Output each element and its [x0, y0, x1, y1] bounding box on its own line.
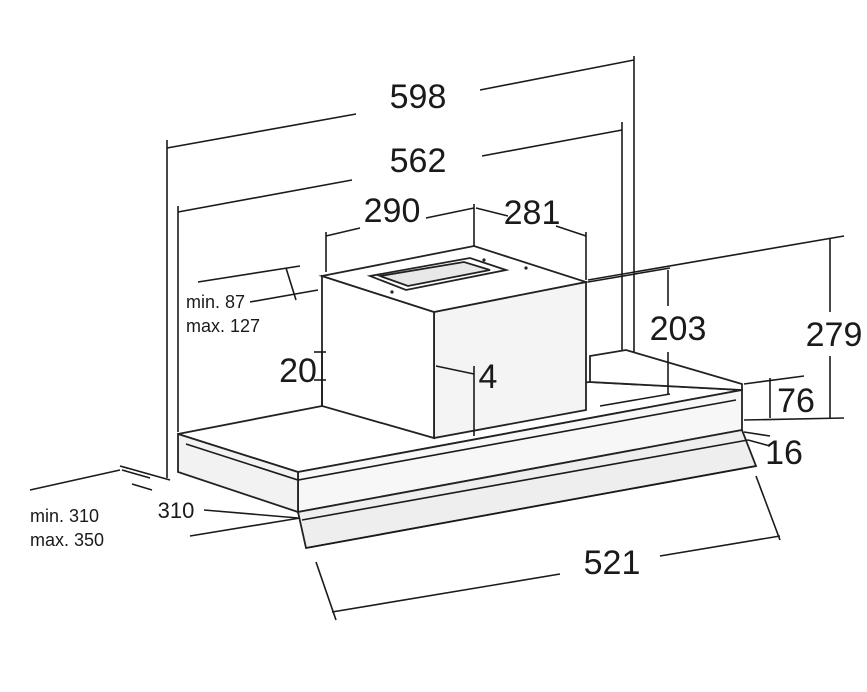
dimension-labels: 598 562 290 281 203 279 76 16 20 4 521 3…	[30, 78, 862, 582]
visor-bottom-line	[305, 465, 757, 549]
label-598: 598	[390, 78, 447, 116]
rear-step	[589, 349, 743, 391]
dim-521-ext-left	[315, 561, 337, 621]
depth-leader	[29, 469, 121, 491]
dim-290-line-left	[325, 227, 361, 237]
chimney-box	[318, 245, 590, 440]
label-203: 203	[650, 310, 707, 348]
label-310: 310	[158, 498, 195, 523]
label-562: 562	[390, 142, 447, 180]
dim-281-line-right	[555, 225, 587, 237]
screw-icon	[524, 266, 528, 270]
outlet-opening	[376, 261, 491, 287]
dim-310-arrow	[121, 469, 151, 479]
dim-310-ext-top	[119, 465, 171, 481]
label-20: 20	[279, 352, 317, 390]
label-4: 4	[479, 358, 498, 396]
dim-562-line-right	[481, 129, 623, 157]
base-inner-edge	[185, 399, 737, 481]
dim-562-line-left	[177, 179, 353, 213]
dim-521-line-right	[659, 535, 781, 557]
note-depth-max: max. 350	[30, 530, 104, 550]
note-outlet-max: max. 127	[186, 316, 260, 336]
dim-598-line-right	[479, 59, 635, 91]
dim-279-ext-top	[587, 235, 845, 281]
dim-521-line-left	[331, 573, 561, 613]
dim-310-line-right	[203, 509, 299, 519]
label-521: 521	[584, 544, 641, 582]
hood-body	[177, 349, 758, 550]
dim-279-ext-bottom	[743, 417, 845, 421]
dim-203-ext-top	[587, 267, 671, 283]
label-279: 279	[806, 316, 863, 354]
label-76: 76	[777, 382, 815, 420]
dim-281-line-left	[475, 207, 509, 217]
dim-16-tick	[743, 431, 771, 437]
dim-203-ext-bottom	[599, 393, 671, 407]
dim-310-ext-bottom	[189, 517, 301, 537]
label-281: 281	[504, 194, 561, 232]
outlet-arrow	[285, 267, 297, 301]
dimension-lines	[29, 56, 845, 621]
note-depth-min: min. 310	[30, 506, 99, 526]
screw-icon	[482, 258, 486, 262]
dim-598-line-left	[166, 113, 357, 149]
label-16: 16	[765, 434, 803, 472]
dim-290-line-right	[425, 207, 475, 219]
dim-76-ext-top	[743, 375, 805, 385]
dim-4-leader	[435, 365, 475, 375]
note-outlet-min: min. 87	[186, 292, 245, 312]
dim-521-ext-right	[755, 475, 781, 541]
dim-310-arrow-2	[131, 483, 153, 491]
label-290: 290	[364, 192, 421, 230]
visor-inner-line	[301, 439, 749, 521]
outlet-ext-2	[249, 289, 319, 303]
dim-16-tick-2	[747, 439, 771, 447]
screw-icon	[390, 290, 394, 294]
outlet-ext-1	[197, 265, 301, 283]
